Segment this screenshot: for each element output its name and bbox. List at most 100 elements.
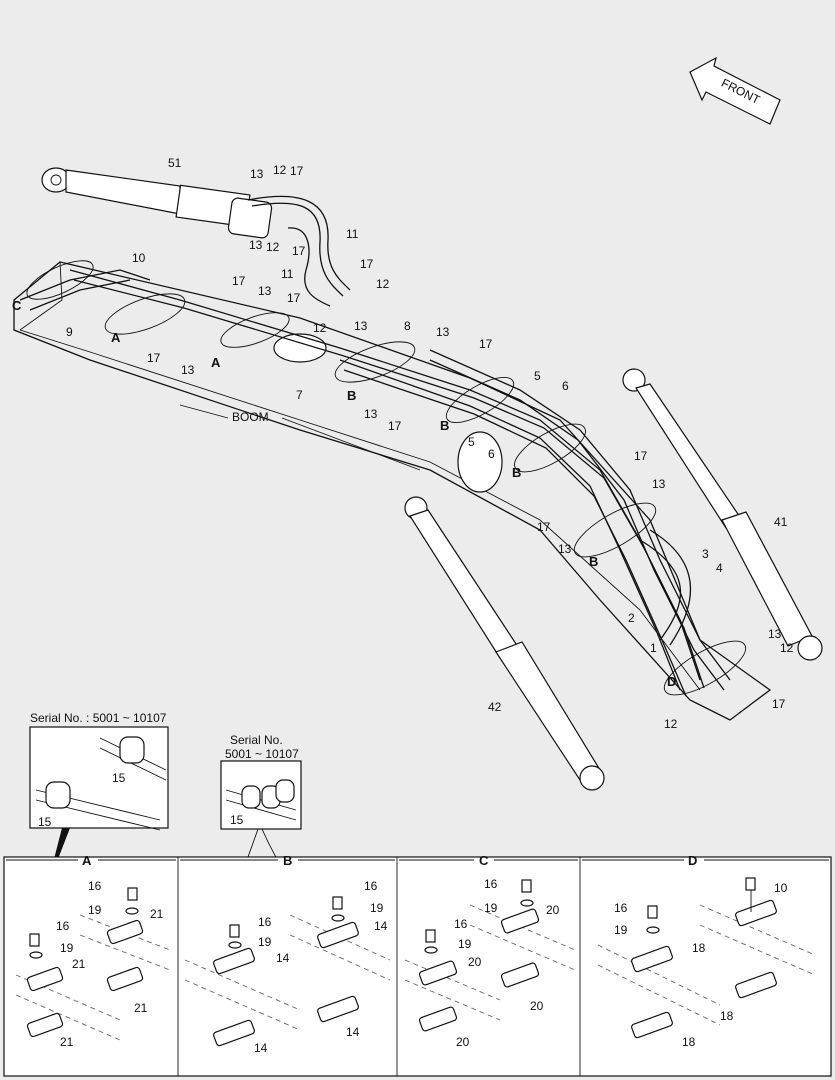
callout: 4 xyxy=(716,561,723,575)
callout: 17 xyxy=(388,419,402,433)
callout: 16 xyxy=(484,877,498,891)
callout: 14 xyxy=(374,919,388,933)
callout: 17 xyxy=(147,351,161,365)
callout: 6 xyxy=(562,379,569,393)
boom-label: BOOM xyxy=(232,410,269,424)
boom-cylinder-51 xyxy=(41,167,273,239)
callout: 18 xyxy=(692,941,706,955)
callout: 11 xyxy=(346,227,359,241)
callout: 10 xyxy=(132,251,146,265)
view-markers: C A A B B B B D xyxy=(12,298,676,689)
callout: 21 xyxy=(60,1035,74,1049)
callout: 16 xyxy=(614,901,628,915)
callout: 13 xyxy=(436,325,450,339)
callout: 13 xyxy=(652,477,666,491)
callout: 21 xyxy=(72,957,86,971)
callout: 12 xyxy=(273,163,287,177)
hose-11 xyxy=(247,195,351,307)
boom-body xyxy=(13,261,772,721)
callout: 19 xyxy=(60,941,74,955)
callout: 21 xyxy=(150,907,164,921)
callout: 19 xyxy=(370,901,384,915)
section-a-title: A xyxy=(82,853,92,868)
callout: 20 xyxy=(530,999,544,1013)
callout: 17 xyxy=(479,337,493,351)
callout: 19 xyxy=(88,903,102,917)
section-b-clamps xyxy=(184,896,391,1047)
callout: 13 xyxy=(768,627,782,641)
callout: 16 xyxy=(88,879,102,893)
callout: 17 xyxy=(290,164,304,178)
arm-cylinder-42 xyxy=(404,496,605,791)
inset-left-title: Serial No. : 5001 ~ 10107 xyxy=(30,711,167,725)
callout: 17 xyxy=(287,291,301,305)
callout: 19 xyxy=(258,935,272,949)
callout: 6 xyxy=(488,447,495,461)
callout: 16 xyxy=(364,879,378,893)
callout: 42 xyxy=(488,700,502,714)
view-marker-b3: B xyxy=(512,465,521,480)
callout: 12 xyxy=(266,240,280,254)
inset-right-title-line2: 5001 ~ 10107 xyxy=(225,747,299,761)
callout: 21 xyxy=(134,1001,148,1015)
callout: 20 xyxy=(456,1035,470,1049)
callout: 20 xyxy=(468,955,482,969)
view-marker-a1: A xyxy=(111,330,121,345)
callout: 2 xyxy=(628,611,635,625)
callout: 18 xyxy=(720,1009,734,1023)
callout: 9 xyxy=(66,325,73,339)
callout: 51 xyxy=(168,156,182,170)
callout: 13 xyxy=(364,407,378,421)
callout: 41 xyxy=(774,515,788,529)
callout: 17 xyxy=(772,697,786,711)
callout: 13 xyxy=(558,542,572,556)
view-marker-b4: B xyxy=(589,554,598,569)
callout: 10 xyxy=(774,881,788,895)
callout: 3 xyxy=(702,547,709,561)
callout: 15 xyxy=(230,813,244,827)
callout: 16 xyxy=(454,917,468,931)
callout: 12 xyxy=(780,641,794,655)
callout: 17 xyxy=(232,274,246,288)
callout: 17 xyxy=(292,244,306,258)
inset-serial-right xyxy=(220,760,302,830)
callout: 19 xyxy=(484,901,498,915)
callout: 1 xyxy=(650,641,657,655)
front-arrow: FRONT xyxy=(689,56,781,125)
section-c-title: C xyxy=(479,853,489,868)
section-a-clamps xyxy=(15,887,171,1041)
section-b-title: B xyxy=(283,853,292,868)
arm-cylinder-41 xyxy=(622,368,823,661)
callout: 19 xyxy=(458,937,472,951)
callout-labels: 51 13 12 17 13 12 17 11 11 10 17 13 17 1… xyxy=(38,156,794,1055)
callout: 13 xyxy=(354,319,368,333)
view-marker-d: D xyxy=(667,674,676,689)
callout: 16 xyxy=(56,919,70,933)
callout: 13 xyxy=(258,284,272,298)
callout: 14 xyxy=(346,1025,360,1039)
callout: 13 xyxy=(249,238,263,252)
callout: 15 xyxy=(112,771,126,785)
clamp-markers xyxy=(26,260,747,696)
callout: 19 xyxy=(614,923,628,937)
callout: 16 xyxy=(258,915,272,929)
section-d-clamps xyxy=(597,877,816,1039)
callout: 5 xyxy=(468,435,475,449)
callout: 17 xyxy=(537,520,551,534)
callout: 12 xyxy=(376,277,390,291)
callout: 11 xyxy=(281,267,294,281)
view-marker-c: C xyxy=(12,298,22,313)
callout: 12 xyxy=(664,717,678,731)
detail-frame xyxy=(3,856,832,1077)
view-marker-a2: A xyxy=(211,355,221,370)
callout: 8 xyxy=(404,319,411,333)
view-marker-b2: B xyxy=(440,418,449,433)
callout: 5 xyxy=(534,369,541,383)
callout: 14 xyxy=(254,1041,268,1055)
callout: 14 xyxy=(276,951,290,965)
inset-right-title-line1: Serial No. xyxy=(230,733,283,747)
section-d-title: D xyxy=(688,853,697,868)
callout: 17 xyxy=(360,257,374,271)
section-headers: A B C D xyxy=(6,853,829,868)
